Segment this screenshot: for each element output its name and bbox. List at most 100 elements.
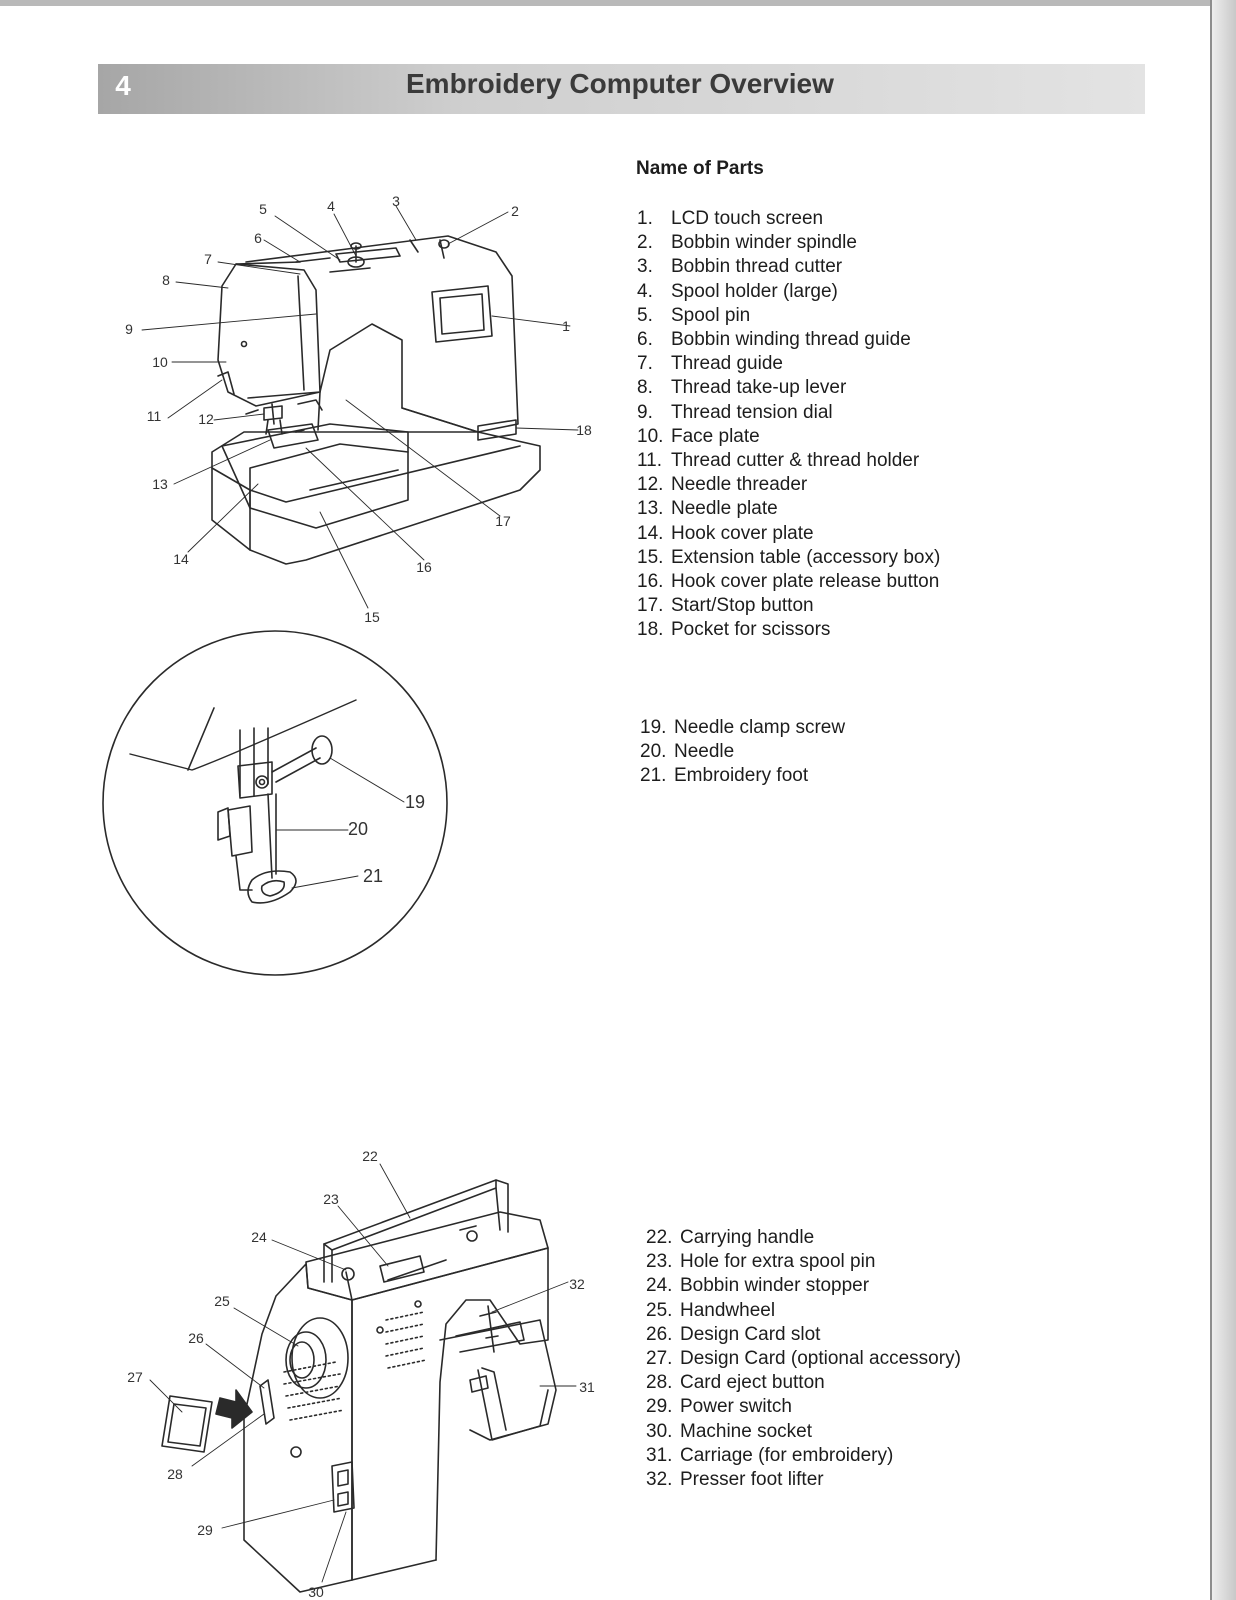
part-label: Needle	[674, 741, 735, 763]
part-list-item: 2.Bobbin winder spindle	[637, 231, 940, 255]
part-label: Thread cutter & thread holder	[671, 450, 920, 472]
part-label: Card eject button	[680, 1372, 825, 1394]
callout-label: 25	[214, 1293, 230, 1309]
part-number: 18.	[637, 619, 664, 641]
part-label: Design Card (optional accessory)	[680, 1348, 961, 1370]
part-number: 19.	[640, 717, 667, 738]
part-label: Design Card slot	[680, 1323, 821, 1345]
callout-label: 7	[204, 251, 212, 267]
callout-label: 18	[576, 422, 592, 438]
part-number: 4.	[637, 280, 653, 302]
callout-label: 28	[167, 1466, 183, 1482]
callout-label: 22	[362, 1148, 378, 1164]
rear-view-machine-illustration	[161, 1179, 557, 1593]
rear-view-callouts: 22 23 24 32 25 26 27 31 28 29 30	[127, 1148, 595, 1600]
part-label: Face plate	[671, 425, 760, 447]
part-label: Spool holder (large)	[671, 280, 838, 302]
part-list-item: 32.Presser foot lifter	[646, 1468, 961, 1492]
part-list-item: 11.Thread cutter & thread holder	[637, 449, 940, 473]
part-list-item: 3.Bobbin thread cutter	[637, 255, 940, 279]
callout-label: 10	[152, 354, 168, 370]
callout-label: 16	[416, 559, 432, 575]
needle-detail-leader-lines	[275, 757, 405, 889]
part-list-item: 25. Handwheel	[646, 1299, 961, 1323]
part-list-item: 15. Extension table (accessory box)	[637, 546, 940, 570]
part-number: 24.	[646, 1275, 673, 1297]
scan-page-edge-line	[1210, 0, 1212, 1600]
part-list-item: 17.Start/Stop button	[637, 594, 940, 618]
part-number: 8.	[637, 377, 653, 399]
part-label: Thread take-up lever	[671, 377, 847, 399]
part-number: 30.	[646, 1420, 673, 1442]
part-number: 28.	[646, 1372, 673, 1394]
part-label: Handwheel	[680, 1299, 776, 1321]
callout-label: 13	[152, 476, 168, 492]
part-list-item: 24. Bobbin winder stopper	[646, 1274, 961, 1298]
part-label: Start/Stop button	[671, 595, 814, 617]
callout-label: 31	[579, 1379, 595, 1395]
part-number: 3.	[637, 256, 653, 278]
needle-detail-callouts: 19 20 21	[348, 792, 425, 886]
part-number: 12.	[637, 474, 664, 496]
part-label: Hook cover plate	[671, 522, 814, 544]
part-label: Extension table (accessory box)	[671, 546, 941, 568]
callout-label: 12	[198, 411, 214, 427]
part-number: 25.	[646, 1299, 673, 1321]
part-list-item: 7.Thread guide	[637, 352, 940, 376]
chapter-number: 4	[115, 70, 131, 101]
part-number: 21.	[640, 765, 667, 787]
part-number: 6.	[637, 329, 653, 351]
part-list-item: 5.Spool pin	[637, 304, 940, 328]
part-list-item: 23.Hole for extra spool pin	[646, 1250, 961, 1274]
part-number: 31.	[646, 1444, 673, 1466]
part-label: Bobbin winder stopper	[680, 1275, 870, 1297]
part-list-item: 19.Needle clamp screw	[640, 716, 845, 740]
part-label: Hook cover plate release button	[671, 571, 940, 593]
callout-label: 21	[363, 866, 383, 886]
callout-label: 19	[405, 792, 425, 812]
part-number: 1.	[637, 208, 653, 229]
part-label: Machine socket	[680, 1420, 813, 1442]
part-number: 15.	[637, 546, 664, 568]
part-label: Spool pin	[671, 304, 751, 326]
callout-label: 30	[308, 1584, 324, 1600]
callout-label: 32	[569, 1276, 585, 1292]
part-number: 23.	[646, 1251, 673, 1273]
callout-label: 20	[348, 819, 368, 839]
callout-label: 17	[495, 513, 511, 529]
scan-edge-right	[1212, 0, 1236, 1600]
part-list-item: 16.Hook cover plate release button	[637, 570, 940, 594]
part-list-item: 26. Design Card slot	[646, 1323, 961, 1347]
callout-label: 15	[364, 609, 380, 625]
callout-label: 5	[259, 201, 267, 217]
part-list-item: 4. Spool holder (large)	[637, 280, 940, 304]
callout-label: 3	[392, 193, 400, 209]
part-number: 7.	[637, 353, 653, 375]
part-label: Presser foot lifter	[680, 1469, 824, 1491]
callout-label: 8	[162, 272, 170, 288]
front-view-machine-illustration	[211, 235, 541, 565]
part-number: 10.	[637, 425, 664, 447]
chapter-header: 4 Embroidery Computer Overview	[98, 64, 1145, 114]
rear-view-leader-lines	[149, 1163, 577, 1583]
part-list-item: 28. Card eject button	[646, 1371, 961, 1395]
part-list-item: 21.Embroidery foot	[640, 764, 845, 788]
part-list-item: 20. Needle	[640, 740, 845, 764]
part-list-item: 22.Carrying handle	[646, 1226, 961, 1250]
part-list-item: 12.Needle threader	[637, 473, 940, 497]
part-list-item: 13.Needle plate	[637, 497, 940, 521]
part-list-item: 31.Carriage (for embroidery)	[646, 1444, 961, 1468]
callout-label: 1	[562, 318, 570, 334]
callout-label: 26	[188, 1330, 204, 1346]
callout-label: 27	[127, 1369, 143, 1385]
callout-label: 6	[254, 230, 262, 246]
part-label: Power switch	[680, 1396, 792, 1418]
needle-detail-illustration	[102, 630, 448, 976]
callout-label: 9	[125, 321, 133, 337]
part-number: 20.	[640, 741, 667, 763]
part-number: 26.	[646, 1323, 673, 1345]
